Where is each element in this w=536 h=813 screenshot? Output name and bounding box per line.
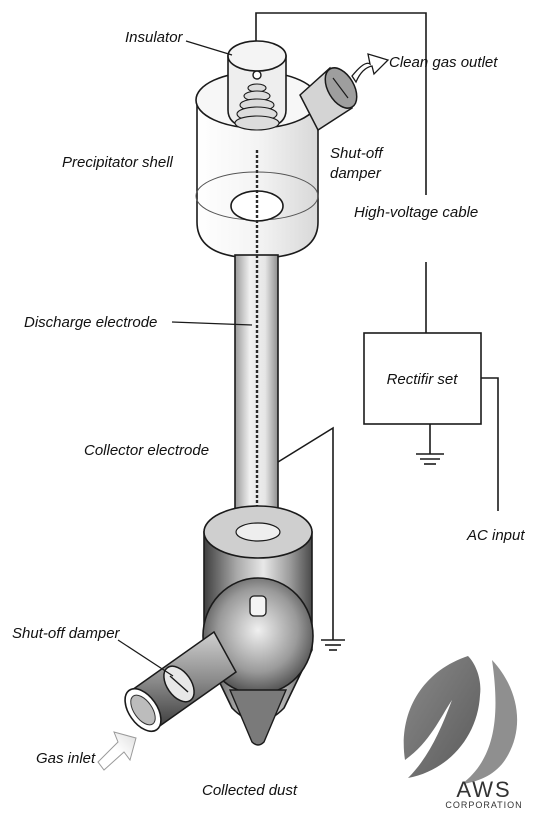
label-shut-off-damper-top-line1: Shut-off: [330, 145, 384, 162]
label-ac-input: AC input: [466, 527, 525, 544]
rectifier-set: Rectifir set: [363, 332, 482, 425]
label-precipitator-shell: Precipitator shell: [62, 154, 174, 171]
ground-symbol-collector: [321, 639, 345, 651]
gas-inlet-arrow: [97, 731, 137, 771]
logo-subtitle: CORPORATION: [445, 800, 522, 810]
leaf-icon: [403, 656, 518, 784]
ground-symbol-rectifier: [416, 453, 444, 465]
label-collected-dust: Collected dust: [202, 782, 298, 799]
label-insulator: Insulator: [125, 29, 184, 46]
label-discharge-electrode: Discharge electrode: [24, 314, 157, 331]
aws-logo: AWS CORPORATION: [403, 656, 522, 810]
logo-name: AWS: [456, 777, 511, 802]
label-clean-gas-outlet: Clean gas outlet: [389, 54, 498, 71]
clean-gas-outlet-arrow: [351, 53, 390, 84]
collector-ground-wire: [277, 426, 334, 640]
high-voltage-cable: [255, 12, 427, 333]
precipitator-shell: [195, 71, 319, 259]
label-gas-inlet: Gas inlet: [36, 750, 96, 767]
rectifier-set-label: Rectifir set: [387, 371, 459, 388]
ac-input-wire: [481, 377, 499, 511]
insulator: [227, 40, 287, 131]
hopper: [202, 505, 314, 746]
label-shut-off-damper-bottom: Shut-off damper: [12, 625, 121, 642]
label-collector-electrode: Collector electrode: [84, 442, 209, 459]
clean-gas-outlet-nozzle: [299, 66, 358, 132]
leader-lines: [117, 40, 253, 677]
label-shut-off-damper-top-line2: damper: [330, 165, 382, 182]
label-high-voltage-cable: High-voltage cable: [354, 204, 478, 221]
